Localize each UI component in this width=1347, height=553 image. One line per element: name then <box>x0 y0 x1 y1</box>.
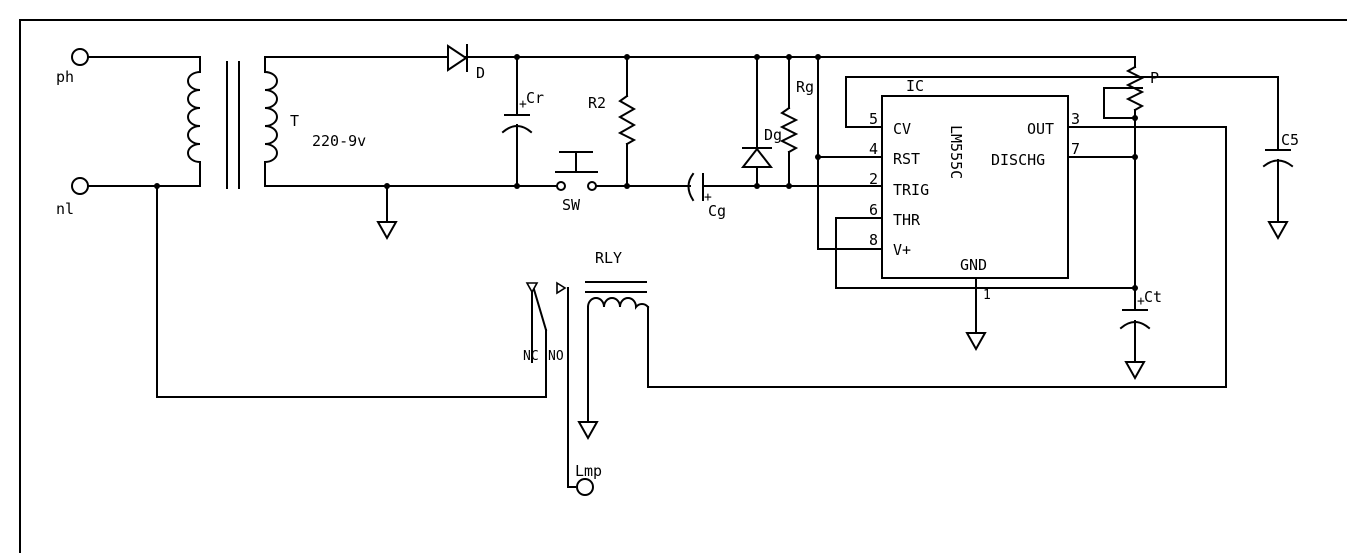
potentiometer-p: P <box>1103 65 1279 309</box>
ic-output-wiring <box>647 126 1227 388</box>
label-cg: Cg <box>708 202 726 220</box>
thr-wiring <box>835 217 1136 289</box>
supply-rail <box>264 56 1136 68</box>
diode-dg: Dg <box>740 56 782 187</box>
pin-name-rst: RST <box>893 150 920 168</box>
label-p: P <box>1150 69 1159 87</box>
label-rg: Rg <box>796 78 814 96</box>
plus-sign: + <box>1137 294 1145 309</box>
pin-number-vplus: 8 <box>869 231 878 249</box>
label-lmp: Lmp <box>575 462 602 480</box>
ic-part-number: LM555C <box>947 125 965 179</box>
pin-number-gnd: 1 <box>983 288 991 303</box>
label-transformer-rating: 220-9v <box>312 132 366 150</box>
pin-name-cv: CV <box>893 120 911 138</box>
vplus-rst-wiring <box>817 56 883 250</box>
capacitor-ct: + Ct <box>1119 288 1162 381</box>
pin-number-dischg: 7 <box>1071 140 1080 158</box>
ground-symbol <box>376 221 398 241</box>
label-no: NO <box>548 349 564 364</box>
lamp-terminal: Lmp <box>575 462 602 496</box>
plus-sign: + <box>519 97 527 112</box>
terminal-ph: ph <box>56 48 89 86</box>
ground-rail <box>264 185 883 223</box>
pin-name-out: OUT <box>1027 120 1054 138</box>
diode-d: D <box>447 44 485 82</box>
pin-name-dischg: DISCHG <box>991 151 1045 169</box>
pin-number-cv: 5 <box>869 110 878 128</box>
resistor-rg: Rg <box>779 56 814 187</box>
capacitor-cr: + Cr <box>501 56 544 187</box>
cv-wiring <box>845 76 1279 151</box>
label-nl: nl <box>56 200 74 218</box>
pin-name-trig: TRIG <box>893 181 929 199</box>
label-sw: SW <box>562 196 581 214</box>
pin-name-thr: THR <box>893 211 921 229</box>
label-nc: NC <box>523 349 539 364</box>
label-cr: Cr <box>526 89 544 107</box>
label-dg: Dg <box>764 126 782 144</box>
label-ph: ph <box>56 68 74 86</box>
label-diode: D <box>476 64 485 82</box>
label-ic: IC <box>906 77 924 95</box>
pin-name-vplus: V+ <box>893 241 911 259</box>
transformer-t: T 220-9v <box>87 56 366 189</box>
plus-sign: + <box>704 190 712 205</box>
ic-ground-symbol <box>965 332 987 352</box>
pin-number-thr: 6 <box>869 201 878 219</box>
resistor-r2: R2 <box>588 56 637 187</box>
junction-dots <box>154 54 1138 291</box>
pin-number-rst: 4 <box>869 140 878 158</box>
capacitor-c5: C5 <box>1262 131 1299 241</box>
label-c5: C5 <box>1281 131 1299 149</box>
label-ct: Ct <box>1144 288 1162 306</box>
pin-number-trig: 2 <box>869 170 878 188</box>
capacitor-cg: + Cg <box>687 172 726 220</box>
relay-coil: RLY <box>577 249 650 441</box>
drawing-frame <box>19 19 1347 553</box>
ic-lm555c: IC LM555C 5 CV 4 RST 2 TRIG 6 THR 8 V+ 3… <box>869 77 1080 303</box>
label-rly: RLY <box>595 249 622 267</box>
terminal-nl: nl <box>56 177 89 218</box>
label-transformer: T <box>290 112 299 130</box>
push-switch-sw: SW <box>555 151 598 214</box>
pin-name-gnd: GND <box>960 256 987 274</box>
label-r2: R2 <box>588 94 606 112</box>
relay-contacts: NC NO <box>523 281 576 488</box>
pin-number-out: 3 <box>1071 110 1080 128</box>
neutral-loop <box>156 185 547 398</box>
